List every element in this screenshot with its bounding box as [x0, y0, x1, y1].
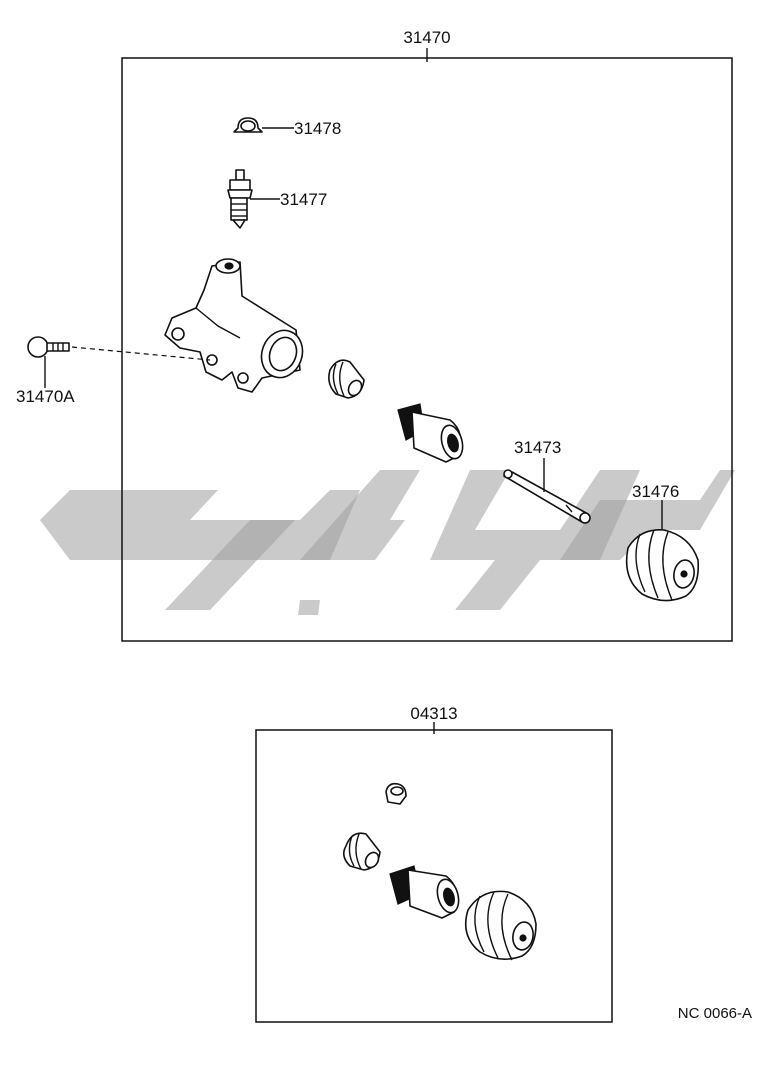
main-assembly-label: 31470: [403, 28, 450, 47]
kit-boot-icon: [464, 890, 537, 961]
kit-cup-icon: [342, 832, 381, 871]
part-label-31478: 31478: [294, 119, 341, 138]
kit-label: 04313: [410, 704, 457, 723]
piston-icon: [397, 403, 464, 463]
boot-icon: [625, 529, 700, 602]
kit-cap-icon: [385, 782, 407, 805]
kit-piston-icon: [389, 865, 460, 919]
part-label-31470a: 31470A: [16, 387, 75, 406]
figure-code: NC 0066-A: [678, 1005, 752, 1022]
part-label-31473: 31473: [514, 438, 561, 457]
cup-icon: [328, 359, 365, 399]
cylinder-housing-icon: [164, 258, 304, 393]
bleeder-plug-icon: [227, 169, 253, 229]
part-label-31477: 31477: [280, 190, 327, 209]
bolt-icon: [27, 336, 70, 358]
part-label-31476: 31476: [632, 482, 679, 501]
push-rod-icon: [503, 469, 591, 524]
bleeder-cap-icon: [233, 117, 263, 133]
watermark-logo: [40, 470, 735, 615]
